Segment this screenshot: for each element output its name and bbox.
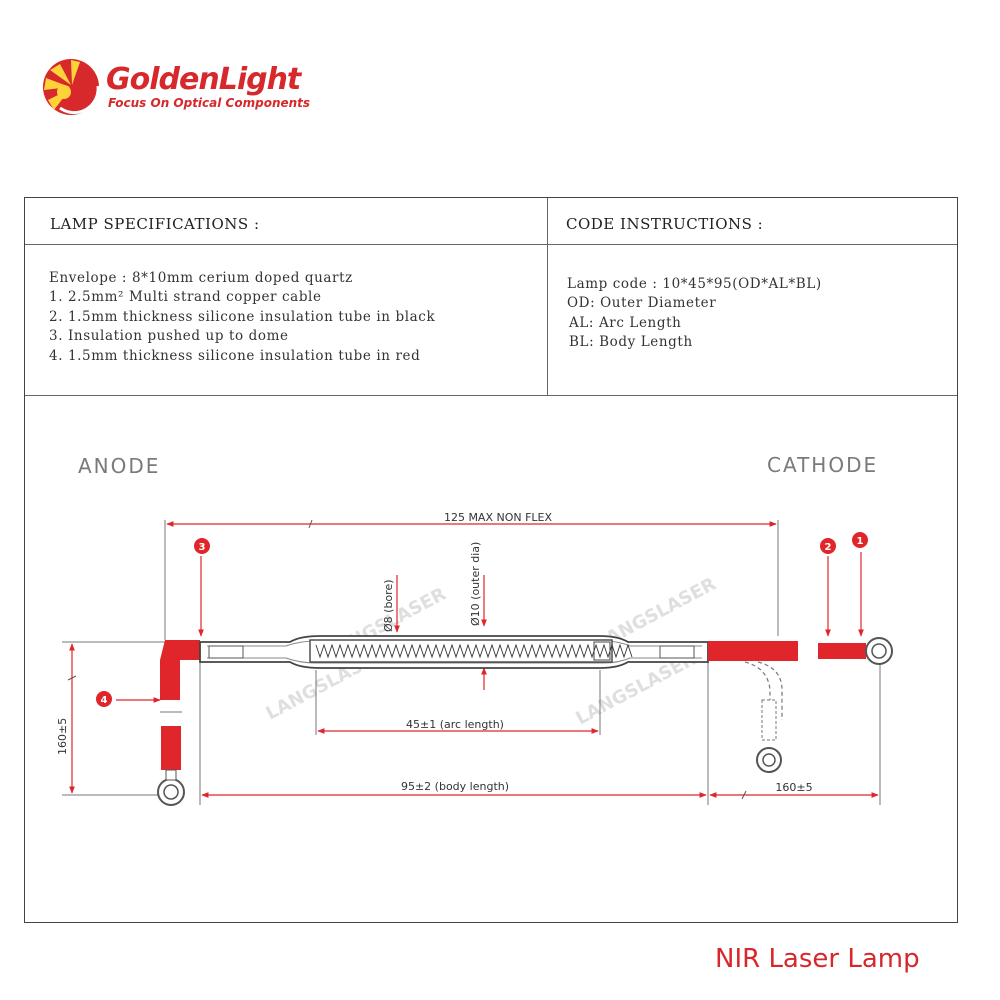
lamp-body — [199, 635, 709, 669]
callout-marker — [96, 691, 112, 707]
dim-bore: Ø8 (bore) — [382, 580, 395, 633]
code-instructions-header: CODE INSTRUCTIONS : — [566, 215, 764, 233]
callout-marker — [194, 538, 210, 554]
dim-outer-diameter: Ø10 (outer dia) — [469, 542, 482, 626]
lamp-spec-line: Envelope : 8*10mm cerium doped quartz — [49, 270, 353, 286]
column-divider — [547, 198, 548, 395]
lamp-spec-line: 2. 1.5mm thickness silicone insulation t… — [49, 309, 436, 325]
brand-name: GoldenLight — [106, 62, 301, 97]
code-line: AL: Arc Length — [569, 315, 682, 331]
dim-lead-right: 160±5 — [775, 781, 812, 794]
sun-logo-icon — [43, 59, 100, 115]
code-line: OD: Outer Diameter — [567, 295, 717, 311]
callout-number: 3 — [199, 542, 206, 553]
code-line: BL: Body Length — [569, 334, 693, 350]
product-caption: NIR Laser Lamp — [715, 944, 920, 974]
dim-lead-left: 160±5 — [56, 718, 69, 755]
section-divider — [25, 395, 957, 396]
dim-body-length: 95±2 (body length) — [401, 780, 509, 793]
dim-arc-length: 45±1 (arc length) — [406, 718, 504, 731]
anode-lead — [157, 640, 200, 806]
callout-number: 4 — [101, 695, 108, 706]
header-divider — [25, 244, 957, 245]
brand-logo: GoldenLight Focus On Optical Components — [40, 56, 370, 120]
brand-tagline: Focus On Optical Components — [108, 96, 311, 110]
dim-total-length: 125 MAX NON FLEX — [444, 511, 553, 524]
callout-marker — [852, 532, 868, 548]
cathode-label: CATHODE — [767, 453, 879, 477]
callout-marker — [820, 538, 836, 554]
spec-sheet: LAMP SPECIFICATIONS : CODE INSTRUCTIONS … — [24, 197, 958, 923]
lamp-spec-header: LAMP SPECIFICATIONS : — [50, 215, 260, 233]
code-line: Lamp code : 10*45*95(OD*AL*BL) — [567, 276, 822, 292]
anode-label: ANODE — [78, 454, 161, 478]
lamp-spec-line: 3. Insulation pushed up to dome — [49, 328, 289, 344]
cathode-lead — [708, 637, 893, 773]
lamp-spec-line: 4. 1.5mm thickness silicone insulation t… — [49, 348, 421, 364]
callout-number: 1 — [857, 536, 864, 547]
lamp-spec-line: 1. 2.5mm² Multi strand copper cable — [49, 289, 322, 305]
callout-number: 2 — [825, 542, 832, 553]
